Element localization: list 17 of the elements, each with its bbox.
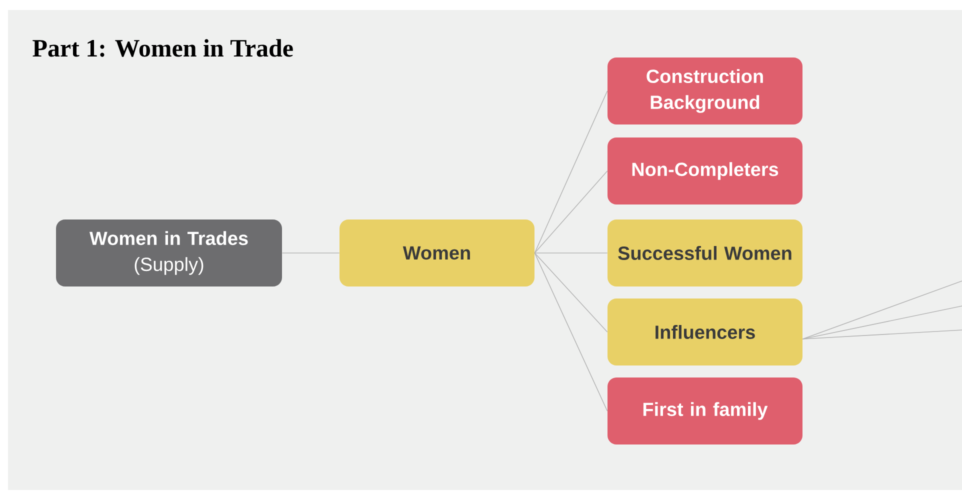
title: Part 1: Women in Trade [32, 39, 293, 57]
topic-box: Women in Trades (Supply) [56, 220, 282, 286]
connector-line [282, 252, 340, 254]
connector-line [802, 280, 962, 340]
connector-line [534, 252, 608, 332]
topic-box: Influencers [608, 298, 802, 366]
topic-box: Non-Completers [608, 138, 802, 204]
connector-line [534, 170, 608, 254]
topic-box: Women [340, 220, 534, 286]
connector-line [534, 252, 608, 254]
topic-box: First in family [608, 378, 802, 444]
topic-box: Successful Women [608, 220, 802, 286]
topic-box: Construction Background [608, 58, 802, 124]
connector-line [802, 306, 962, 340]
connector-line [534, 252, 608, 412]
connector-line [534, 90, 608, 254]
connector-line [802, 330, 962, 340]
